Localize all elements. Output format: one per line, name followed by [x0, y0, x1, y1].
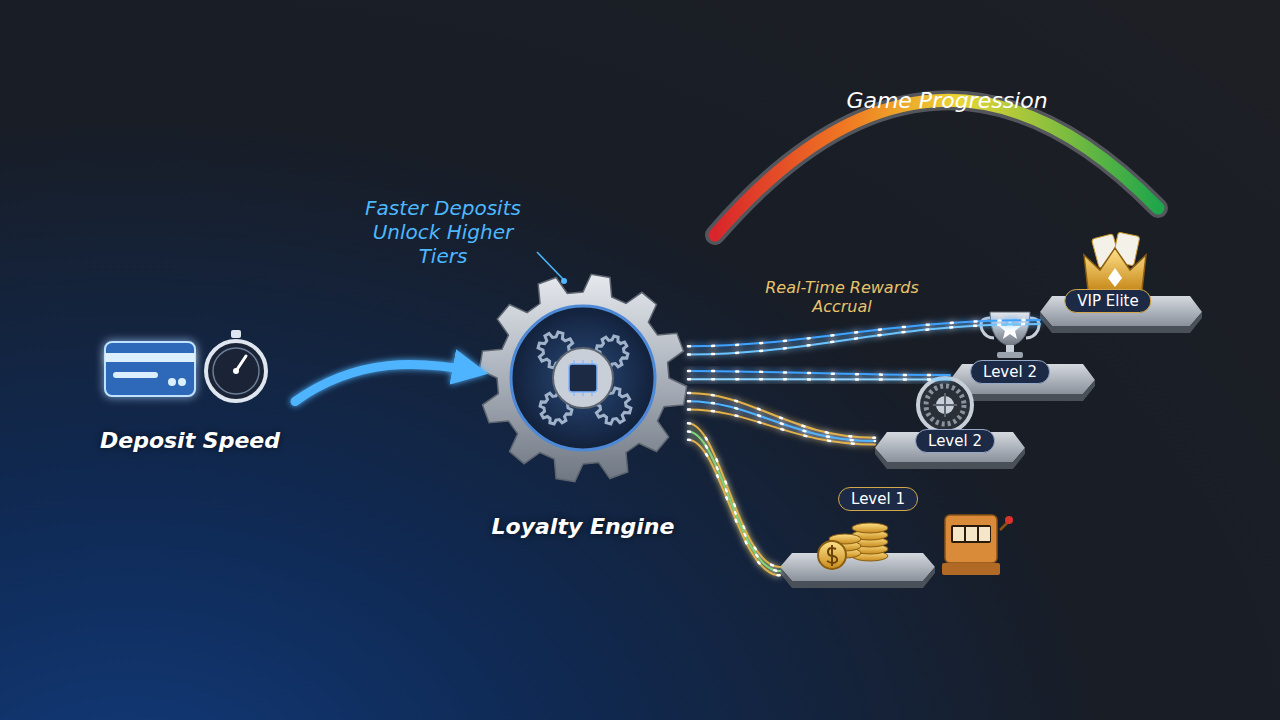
connector-line [688, 393, 875, 438]
connector-line [688, 432, 780, 572]
particle-dots [688, 324, 1040, 355]
leader-line [537, 252, 563, 279]
particle-dots [688, 320, 1040, 346]
particle-dots [688, 432, 780, 572]
coins-icon [818, 523, 888, 569]
particle-dots [688, 410, 875, 445]
tier-label: VIP Elite [1064, 289, 1151, 313]
leader-dot [561, 278, 567, 284]
arc-border [715, 100, 1158, 235]
node-label: Loyalty Engine [478, 514, 688, 539]
connector-line [688, 324, 1040, 355]
reward-stream [688, 393, 875, 445]
particle-dots [688, 371, 950, 375]
gear-node: Loyalty Engine [478, 272, 688, 547]
connector-line [688, 320, 1040, 346]
reward-stream [688, 371, 950, 380]
connector-line [688, 371, 950, 375]
crown-icon [1084, 232, 1146, 290]
reward-stream [688, 423, 780, 575]
callout-text: Faster Deposits Unlock Higher Tiers [346, 196, 541, 268]
connector-line [688, 378, 950, 380]
particle-dots [688, 440, 780, 576]
connector-line [688, 423, 780, 567]
tier-label: Level 2 [915, 429, 995, 453]
trophy-icon [981, 312, 1039, 358]
connector-line [688, 440, 780, 576]
reward-stream [688, 320, 1040, 355]
tier-label: Level 1 [838, 487, 918, 511]
tier-platform: Level 1 [780, 485, 940, 590]
arc-label: Game Progression [817, 88, 1077, 113]
slot-machine-icon [942, 515, 1013, 575]
particle-dots [688, 393, 875, 438]
flow-note: Real-Time Rewards Accrual [757, 278, 927, 316]
connector-line [688, 401, 875, 441]
icon-group: Deposit Speed [95, 330, 285, 460]
progress-arc [715, 100, 1158, 235]
flow-arrow [295, 364, 474, 401]
particle-dots [688, 401, 875, 441]
connector-line [688, 410, 875, 445]
tier-platform: VIP Elite [1040, 228, 1205, 328]
tier-platform: Level 2 [875, 385, 1030, 470]
particle-dots [688, 423, 780, 567]
tier-platform: Level 2 [950, 310, 1100, 398]
card-icon [105, 342, 195, 396]
stopwatch-icon [206, 330, 266, 401]
node-label: Deposit Speed [95, 428, 285, 453]
connector-line [295, 364, 474, 401]
tier-label: Level 2 [970, 360, 1050, 384]
particle-dots [688, 378, 950, 381]
gear-illustration [479, 274, 686, 481]
roulette-icon [918, 378, 972, 432]
